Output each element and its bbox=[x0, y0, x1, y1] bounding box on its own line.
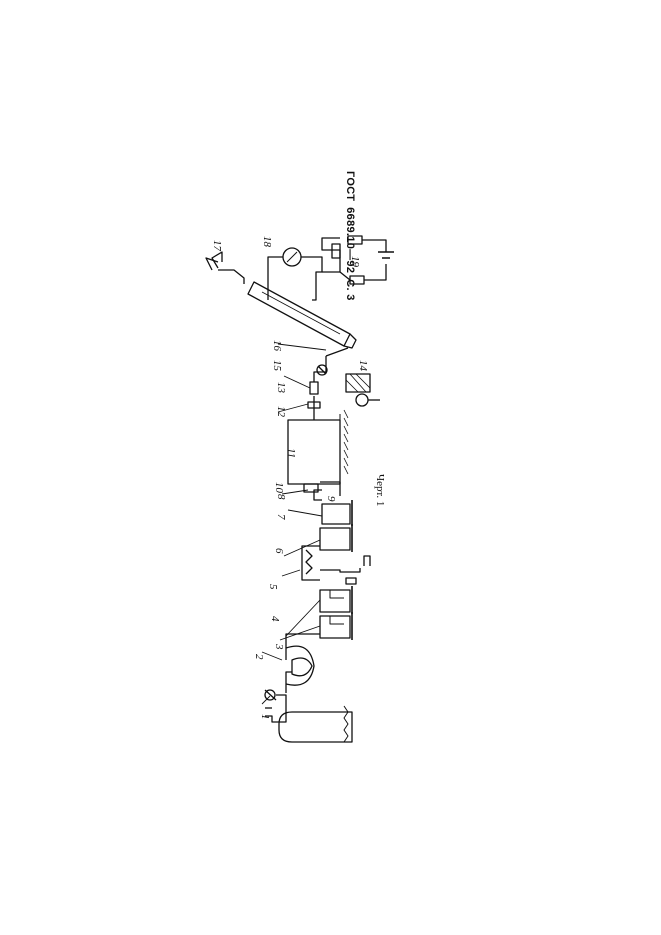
label-10: 10 bbox=[273, 482, 285, 494]
label-14: 14 bbox=[357, 360, 369, 372]
label-2: 2 bbox=[253, 654, 265, 660]
gas-cylinder bbox=[264, 689, 353, 743]
gas-outlet bbox=[205, 251, 245, 284]
label-5: 5 bbox=[267, 584, 279, 590]
wash-bottle-4 bbox=[319, 586, 353, 614]
label-6: 6 bbox=[273, 548, 285, 554]
label-16: 16 bbox=[271, 340, 283, 352]
label-11: 11 bbox=[285, 448, 297, 458]
electric-circuit bbox=[267, 235, 394, 301]
label-13: 13 bbox=[275, 382, 287, 394]
label-1: 1 bbox=[259, 714, 271, 720]
label-18: 18 bbox=[261, 236, 273, 248]
absorber bbox=[316, 364, 380, 407]
label-9: 9 bbox=[325, 496, 337, 502]
label-12: 12 bbox=[275, 406, 287, 418]
heating-furnace bbox=[301, 545, 371, 585]
label-3: 3 bbox=[273, 643, 285, 650]
wash-bottle-6 bbox=[319, 524, 353, 552]
figure-caption: Черт. 1 bbox=[374, 474, 386, 507]
label-leaders bbox=[261, 343, 327, 705]
label-7: 7 bbox=[275, 514, 287, 520]
label-4: 4 bbox=[269, 616, 281, 622]
label-8: 8 bbox=[275, 494, 287, 500]
wash-bottle-7 bbox=[321, 500, 353, 526]
burette bbox=[247, 281, 357, 372]
wash-bottle-3 bbox=[319, 612, 353, 640]
label-17: 17 bbox=[211, 240, 223, 252]
label-19: 19 bbox=[349, 256, 361, 268]
part-labels: 1 2 3 4 5 6 7 8 9 10 11 12 13 14 15 16 1… bbox=[211, 236, 369, 720]
tube-connectors bbox=[307, 371, 326, 420]
label-15: 15 bbox=[271, 360, 283, 372]
u-tube bbox=[285, 633, 320, 693]
